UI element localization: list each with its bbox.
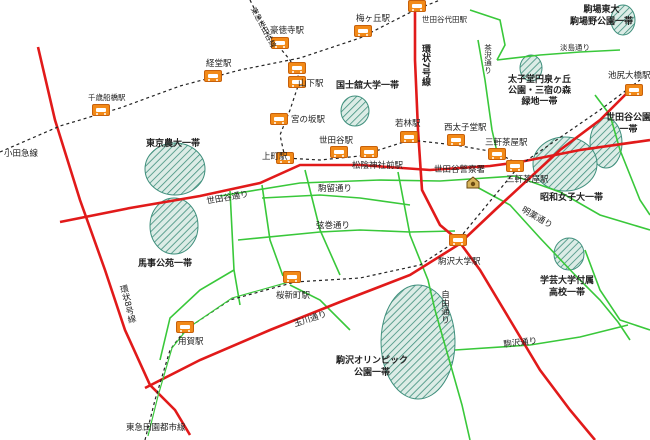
label-shoin-jinja: 松陰神社前駅 bbox=[352, 161, 404, 171]
station-icon-wakabayashi[interactable] bbox=[400, 131, 418, 143]
park-komaba bbox=[610, 4, 636, 36]
label-sakurashinmachi: 桜新町駅 bbox=[276, 291, 311, 301]
road-setagaya-main bbox=[59, 138, 650, 224]
road-chazawa bbox=[477, 39, 498, 153]
label-setagaya-daita: 世田谷代田駅 bbox=[422, 15, 467, 24]
station-icon-yamashita[interactable] bbox=[288, 62, 306, 74]
road-sakurashin-branch bbox=[289, 284, 351, 331]
label-gotokuji: 豪徳寺駅 bbox=[270, 26, 305, 36]
park-tokyo-nodai bbox=[144, 142, 206, 196]
police-station-icon[interactable] bbox=[466, 176, 480, 189]
road-komadome bbox=[261, 194, 411, 206]
label-awashima: 淡島通り bbox=[560, 43, 590, 52]
label-olympic: 駒沢オリンピック 公園一帯 bbox=[336, 356, 409, 378]
label-showa-joshi: 昭和女子大一帯 bbox=[540, 193, 604, 203]
station-icon-umegaoka[interactable] bbox=[354, 25, 372, 37]
label-ikejiri: 池尻大橋駅 bbox=[608, 71, 650, 81]
road-setagaya-dori bbox=[219, 175, 650, 231]
park-taishido bbox=[519, 54, 543, 82]
label-sangenjaya-setagaya: 三軒茶屋駅 bbox=[485, 138, 528, 148]
label-komazawa-daigaku: 駒沢大学駅 bbox=[438, 257, 481, 267]
label-chazawa: 茶沢通り bbox=[483, 44, 493, 74]
label-police: 世田谷警察署 bbox=[434, 165, 486, 175]
label-setagaya-koen: 世田谷公園 一帯 bbox=[606, 113, 650, 135]
rail-odakyu bbox=[0, 0, 441, 153]
label-umegaoka: 梅ヶ丘駅 bbox=[356, 14, 391, 24]
station-icon-setagaya[interactable] bbox=[330, 146, 348, 158]
label-bajikoen: 馬事公苑一帯 bbox=[138, 259, 193, 269]
label-chitose-funabashi: 千歳船橋駅 bbox=[88, 93, 126, 102]
station-icon-komazawa-daigaku[interactable] bbox=[449, 234, 467, 246]
road-upper-right-1 bbox=[469, 9, 506, 61]
park-kokushikan bbox=[340, 95, 370, 127]
road-jiyu bbox=[397, 171, 471, 440]
local-roads bbox=[159, 9, 650, 440]
station-icon-setagaya-daita[interactable] bbox=[408, 0, 426, 12]
label-setagaya: 世田谷駅 bbox=[319, 136, 354, 146]
label-odakyu: 小田急線 bbox=[4, 149, 39, 159]
station-icon-shoin-jinja[interactable] bbox=[360, 146, 378, 158]
station-icon-kyodo[interactable] bbox=[204, 70, 222, 82]
station-icon-yoga[interactable] bbox=[176, 321, 194, 333]
label-kokushikan: 国士舘大学一帯 bbox=[336, 81, 400, 91]
rail-denentoshi-green bbox=[147, 279, 297, 437]
station-icon-miyanosaka[interactable] bbox=[270, 113, 288, 125]
road-kanjo8 bbox=[36, 46, 192, 436]
station-icon-yamashita-2[interactable] bbox=[288, 76, 306, 88]
rail-denentoshi bbox=[144, 79, 641, 440]
station-icon-kamimachi[interactable] bbox=[276, 152, 294, 164]
label-komaba: 駒場東大 駒場野公園一帯 bbox=[570, 5, 634, 27]
label-yoga: 用賀駅 bbox=[178, 337, 204, 347]
road-tamagawa bbox=[144, 89, 631, 390]
label-tokyo-nodai: 東京農大一帯 bbox=[146, 139, 201, 149]
label-jiyu: 自由通り bbox=[439, 290, 450, 324]
label-kyodo: 経堂駅 bbox=[206, 59, 232, 69]
road-left-vertical bbox=[229, 190, 241, 306]
label-kamimachi: 上町駅 bbox=[262, 152, 288, 162]
park-bajikoen bbox=[149, 197, 199, 255]
main-roads bbox=[36, 0, 650, 440]
label-wakabayashi: 若林駅 bbox=[395, 119, 421, 129]
road-left-lower bbox=[159, 269, 235, 361]
road-meiyaku bbox=[474, 185, 631, 341]
road-komazawa bbox=[454, 324, 629, 351]
station-icon-chitose-funabashi[interactable] bbox=[92, 104, 110, 116]
road-right-edge bbox=[594, 94, 650, 216]
park-gakugei bbox=[553, 237, 585, 271]
station-icon-nishitaishido[interactable] bbox=[447, 134, 465, 146]
label-jamaki: 弦巻通り bbox=[316, 221, 351, 231]
label-taishido: 太子堂円泉ヶ丘 公園・三宿の森 緑地一帯 bbox=[508, 75, 572, 107]
station-icon-gotokuji[interactable] bbox=[271, 37, 289, 49]
station-icon-sangenjaya[interactable] bbox=[488, 148, 506, 160]
station-icon-sakurashinmachi[interactable] bbox=[283, 271, 301, 283]
station-icon-ikejiri[interactable] bbox=[625, 84, 643, 96]
label-sangenjaya-den: 三軒茶屋駅 bbox=[506, 175, 549, 185]
label-gakugei: 学芸大学付属 高校一帯 bbox=[540, 276, 595, 298]
road-tamagawa-lower bbox=[456, 239, 596, 440]
label-nishitaishido: 西太子堂駅 bbox=[444, 123, 487, 133]
road-awashima bbox=[496, 49, 621, 61]
road-kanjo7 bbox=[413, 0, 459, 241]
label-miyanosaka: 宮の坂駅 bbox=[291, 115, 326, 125]
station-icon-sangenjaya-den[interactable] bbox=[506, 160, 524, 172]
label-komadome: 駒留通り bbox=[318, 184, 353, 194]
road-jamaki bbox=[237, 229, 456, 241]
label-denentoshi: 東急田園都市線 bbox=[126, 423, 186, 433]
road-center-vertical bbox=[261, 184, 284, 277]
label-yamashita: 山下駅 bbox=[298, 79, 324, 89]
road-right-mid bbox=[584, 249, 650, 331]
road-center-vertical-2 bbox=[304, 169, 341, 276]
label-kanjo7: 環状7号線 bbox=[420, 44, 430, 87]
